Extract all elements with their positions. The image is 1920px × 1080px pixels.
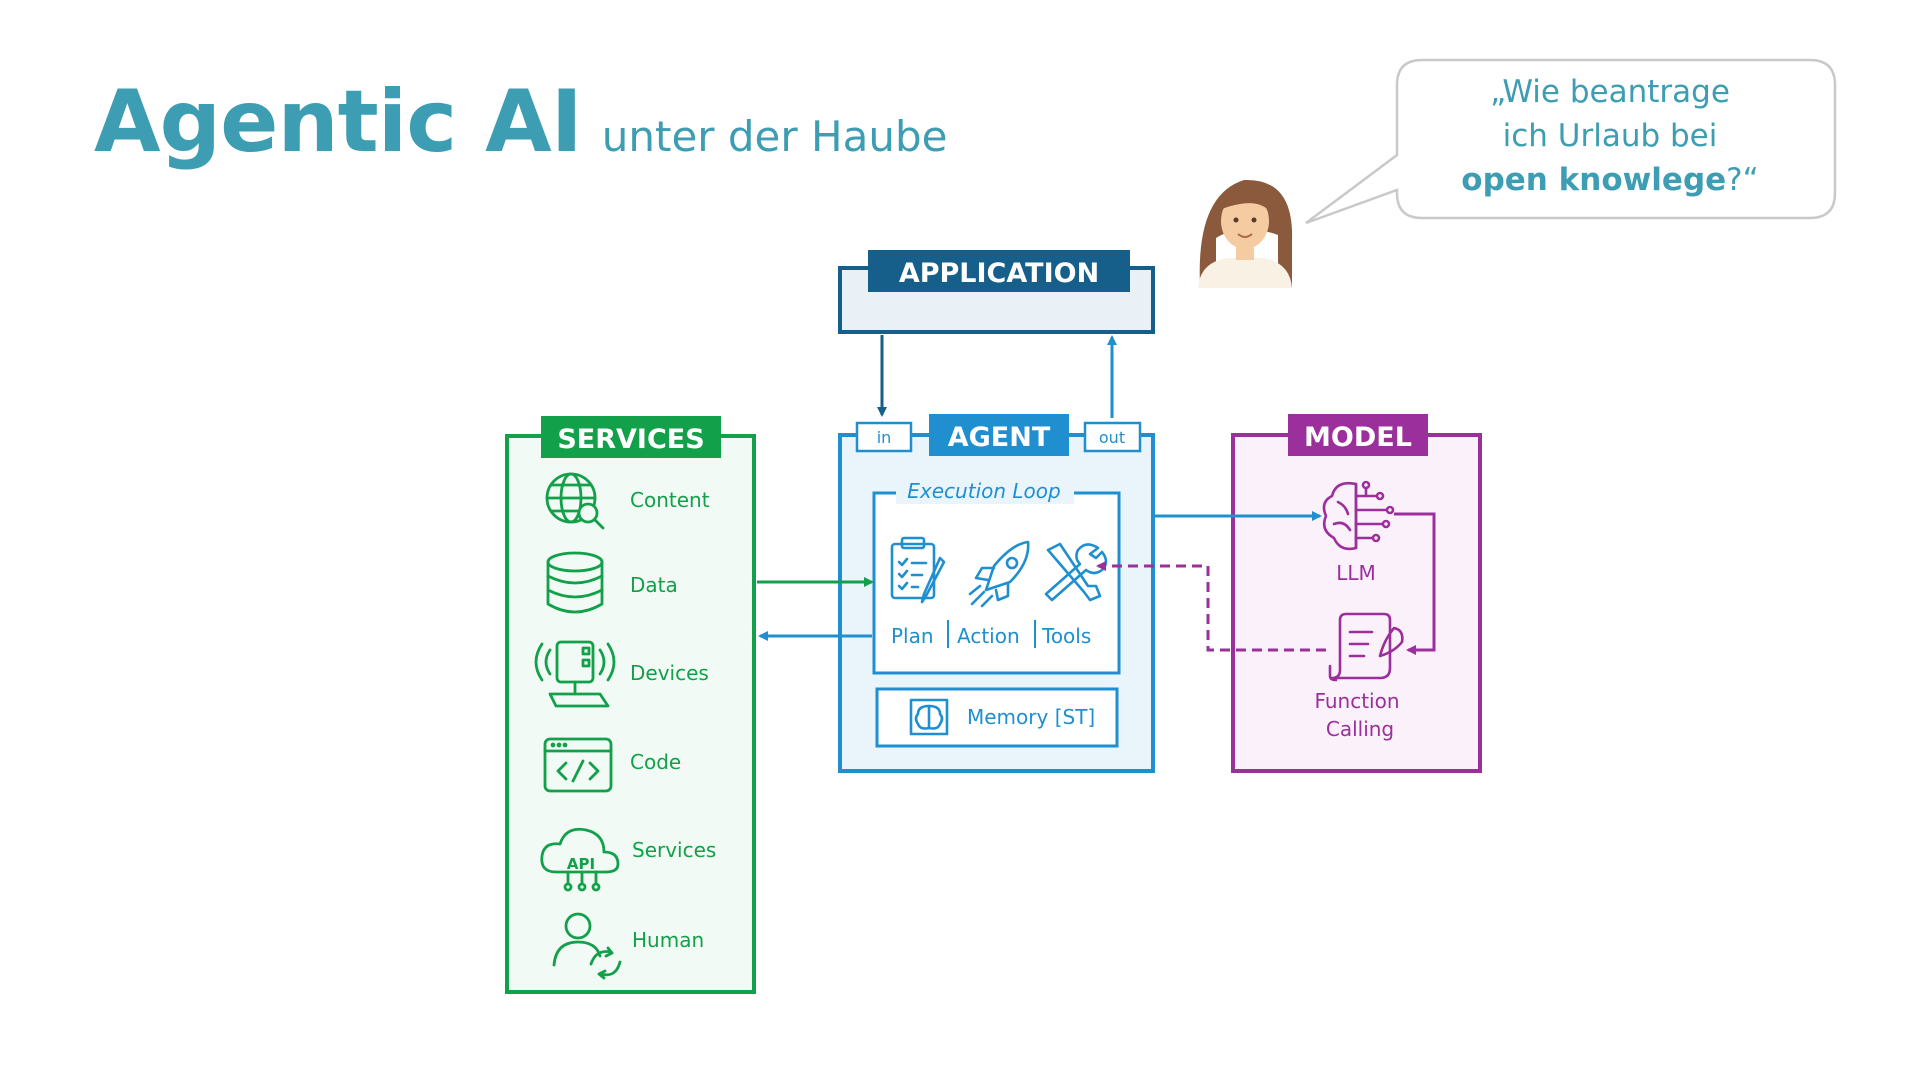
code-window-icon: [543, 737, 613, 793]
speech-bubble: [1305, 58, 1837, 225]
globe-search-icon: [545, 472, 605, 530]
agent-label: AGENT: [948, 422, 1051, 453]
service-label-data: Data: [630, 573, 678, 597]
bubble-closing-quote: ?“: [1726, 162, 1759, 198]
title-subtitle: unter der Haube: [601, 112, 948, 161]
function-to-tools-arrow: [1096, 561, 1326, 652]
user-avatar-icon: [1198, 179, 1293, 288]
tools-icon: [1044, 542, 1108, 602]
bubble-line-2: ich Urlaub bei: [1502, 118, 1718, 154]
memory-label: Memory [ST]: [967, 705, 1095, 729]
bubble-company-name: open knowlege: [1461, 162, 1727, 198]
llm-label: LLM: [1336, 561, 1376, 585]
agent-in-label: in: [877, 428, 892, 447]
human-sync-icon: [552, 912, 622, 980]
execution-loop-label: Execution Loop: [907, 479, 1060, 503]
rocket-action-icon: [968, 540, 1030, 608]
services-box: SERVICES: [505, 416, 756, 994]
service-label-content: Content: [630, 488, 710, 512]
agent-out-label: out: [1099, 428, 1125, 447]
application-box: APPLICATION: [838, 250, 1155, 334]
bubble-line-1: „Wie beantrage: [1490, 74, 1730, 110]
database-icon: [546, 551, 604, 614]
service-label-human: Human: [632, 928, 704, 952]
service-label-devices: Devices: [630, 661, 709, 685]
tools-label: Tools: [1041, 624, 1091, 648]
services-label: SERVICES: [557, 424, 704, 455]
scroll-function-calling-icon: [1328, 612, 1404, 682]
plan-label: Plan: [891, 624, 934, 648]
api-cloud-icon: [540, 827, 620, 892]
function-calling-label-line2: Calling: [1326, 717, 1394, 741]
model-label: MODEL: [1304, 422, 1412, 453]
application-label: APPLICATION: [899, 258, 1099, 289]
service-label-code: Code: [630, 750, 681, 774]
action-label: Action: [957, 624, 1020, 648]
service-label-services: Services: [632, 838, 716, 862]
speech-bubble-text: „Wie beantrage ich Urlaub bei open knowl…: [1400, 70, 1820, 202]
brain-llm-icon: [1322, 480, 1395, 551]
llm-to-function-arrow: [1394, 512, 1436, 655]
api-glyph: API: [567, 855, 595, 873]
function-calling-label-line1: Function: [1314, 689, 1399, 713]
bubble-line-3: open knowlege?“: [1400, 158, 1820, 202]
page-title: Agentic AI unter der Haube: [94, 72, 947, 172]
clipboard-plan-icon: [890, 536, 946, 604]
iot-device-icon: [534, 640, 616, 708]
brain-memory-icon: [909, 698, 949, 736]
title-main: Agentic AI: [94, 72, 583, 172]
